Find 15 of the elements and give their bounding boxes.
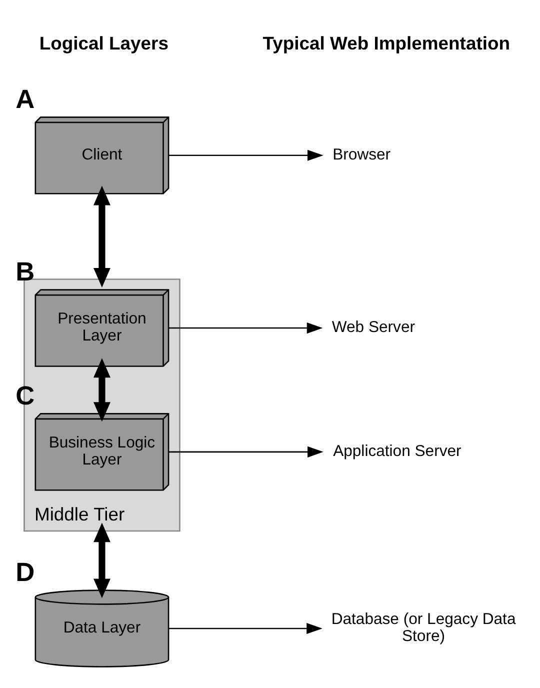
node-label: A bbox=[16, 83, 35, 114]
label: Typical Web Implementation bbox=[262, 32, 510, 54]
arrow bbox=[168, 446, 324, 457]
arrow bbox=[168, 149, 324, 160]
arrow bbox=[93, 522, 110, 598]
arrow bbox=[93, 358, 110, 422]
arrow bbox=[168, 622, 322, 634]
node-text: Application Server bbox=[333, 442, 462, 460]
node-text: Database (or Legacy Data Store) bbox=[331, 610, 516, 645]
arrow bbox=[93, 185, 110, 287]
arrow bbox=[168, 322, 323, 334]
node-text: Browser bbox=[332, 146, 391, 163]
node-label: D bbox=[16, 556, 35, 587]
label: Logical Layers bbox=[39, 32, 168, 54]
node-text: Web Server bbox=[332, 318, 416, 336]
